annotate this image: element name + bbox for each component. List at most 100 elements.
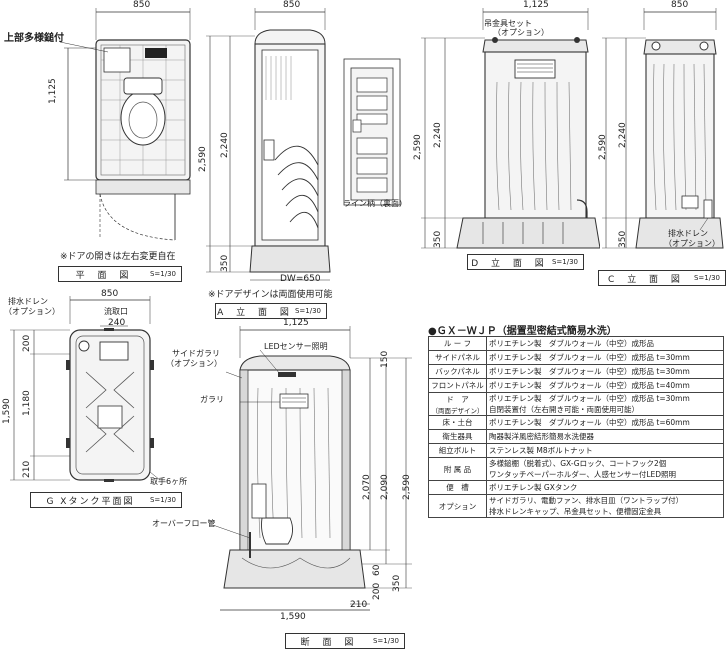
d-dim-total: 2,590 <box>413 134 423 160</box>
spec-row: ル ー フ ポリエチレン製 ダブルウォール（中空）成形品 <box>428 336 724 351</box>
c-dim-width: 850 <box>671 0 689 10</box>
spec-value: 多様鎚棚（脱着式）、GX-Gロック、コートフック2個ワンタッチペーパーホルダー、… <box>486 457 724 481</box>
section-dim-200: 200 <box>372 582 382 600</box>
tank-dim-top-offset: 200 <box>22 334 32 352</box>
spec-key-text: ド ア <box>446 394 469 404</box>
section-label-side-gallery: サイドガラリ <box>172 349 220 358</box>
spec-row: サイドパネルポリエチレン製 ダブルウォール（中空）成形品 t=30mm <box>428 350 724 365</box>
c-label-drain: 排水ドレン <box>668 229 708 238</box>
spec-row: 組立ボルトステンレス製 M8ボルトナット <box>428 443 724 458</box>
caption-section-scale: S=1/30 <box>372 637 399 645</box>
d-label-hook-option: （オプション） <box>493 28 549 37</box>
a-door-design-note: ※ドアデザインは両面使用可能 <box>208 290 333 300</box>
tank-plan-view <box>10 296 161 482</box>
door-inset-label: ライン柄（裏面） <box>343 199 407 208</box>
spec-key: サイドパネル <box>428 350 487 365</box>
spec-title: ●ＧＸ－ＷＪＰ（据置型密結式簡易水洗） <box>428 326 617 337</box>
section-label-gallery: ガラリ <box>200 395 224 404</box>
d-dim-width: 1,125 <box>523 0 549 10</box>
spec-value-text: ポリエチレン製 ダブルウォール（中空）成形品 t=30mm <box>489 394 690 403</box>
section-label-side-gallery-option: （オプション） <box>166 359 222 368</box>
a-dim-body: 2,240 <box>220 132 230 158</box>
door-inset <box>343 58 401 206</box>
caption-tank-scale: S=1/30 <box>149 496 176 504</box>
spec-value-subtext: 自閉装置付（左右開き可能・両面使用可能） <box>489 405 639 414</box>
c-dim-body: 2,240 <box>618 122 628 148</box>
spec-key: ド ア （両面デザイン） <box>428 392 487 416</box>
spec-value-text: ポリエチレン製 ダブルウォール（中空）成形品 t=60mm <box>489 418 690 427</box>
a-dim-width: 850 <box>283 0 301 10</box>
d-dim-body: 2,240 <box>433 122 443 148</box>
spec-value: ポリエチレン製 GXタンク <box>486 480 724 495</box>
spec-value: ポリエチレン製 ダブルウォール（中空）成形品 t=30mm <box>486 364 724 379</box>
spec-key-text: 便 槽 <box>446 483 469 492</box>
spec-row: 衛生器具陶器製洋風密結形簡易水洗便器 <box>428 429 724 444</box>
spec-value: サイドガラリ、電動ファン、排水目皿（ワントラップ付） 排水ドレンキャップ、吊金具セ… <box>486 494 724 518</box>
spec-key: フロントパネル <box>428 378 487 393</box>
spec-value: ポリエチレン製 ダブルウォール（中空）成形品 <box>486 336 724 351</box>
caption-tank-title: G Xタンク平面図 <box>46 496 135 507</box>
section-label-led: LEDセンサー照明 <box>264 342 328 351</box>
spec-key-text: 組立ボルト <box>438 446 477 455</box>
tank-label-handles: 取手6ヶ所 <box>150 477 188 486</box>
spec-key: 組立ボルト <box>428 443 487 458</box>
caption-c-title: C 立 面 図 <box>608 274 685 285</box>
tank-label-inlet: 流取口 <box>104 307 128 316</box>
caption-tank-plan: G Xタンク平面図 S=1/30 <box>30 492 182 508</box>
spec-key-text: ル ー フ <box>443 339 472 348</box>
tank-dim-bottom-offset: 210 <box>22 460 32 478</box>
spec-key: 便 槽 <box>428 480 487 495</box>
spec-row: 床・土台 ポリエチレン製 ダブルウォール（中空）成形品 t=60mm <box>428 415 724 430</box>
elevation-d-view <box>421 8 600 249</box>
a-dim-door-width: DW=650 <box>280 274 321 284</box>
spec-key-subtext: （両面デザイン） <box>431 406 484 415</box>
caption-plan-title: 平 面 図 <box>75 270 134 281</box>
spec-key: 附 属 品 <box>428 457 487 481</box>
spec-value: ステンレス製 M8ボルトナット <box>486 443 724 458</box>
tank-dim-width: 850 <box>101 289 119 299</box>
tank-dim-inlet: 240 <box>108 318 126 328</box>
caption-section: 断 面 図 S=1/30 <box>285 633 405 649</box>
a-dim-base: 350 <box>220 254 230 272</box>
spec-value-text: サイドガラリ、電動ファン、排水目皿（ワントラップ付） <box>489 496 684 505</box>
spec-key-text: オプション <box>438 501 477 511</box>
caption-elevation-c: C 立 面 図 S=1/30 <box>598 270 726 286</box>
caption-elevation-d: D 立 面 図 S=1/30 <box>467 254 584 270</box>
d-dim-base: 350 <box>433 230 443 248</box>
section-dim-base-width: 1,590 <box>280 612 306 622</box>
spec-row: ド ア（両面デザイン）ポリエチレン製 ダブルウォール（中空）成形品 t=30mm… <box>428 392 724 416</box>
spec-value: 陶器製洋風密結形簡易水洗便器 <box>486 429 724 444</box>
caption-d-scale: S=1/30 <box>551 258 578 266</box>
caption-elevation-a: A 立 面 図 S=1/30 <box>215 303 327 319</box>
section-dim-2590: 2,590 <box>402 474 412 500</box>
tank-label-drain: 排水ドレン <box>8 297 48 306</box>
spec-value-subtext: 排水ドレンキャップ、吊金具セット、便槽固定金具 <box>489 507 662 516</box>
spec-value-text: ポリエチレン製 GXタンク <box>489 483 578 492</box>
spec-row: オプション サイドガラリ、電動ファン、排水目皿（ワントラップ付） 排水ドレンキャップ… <box>428 494 724 518</box>
c-label-drain-option: （オプション） <box>664 239 720 248</box>
section-dim-2090: 2,090 <box>380 474 390 500</box>
caption-a-scale: S=1/30 <box>294 307 321 315</box>
caption-plan: 平 面 図 S=1/30 <box>58 266 182 282</box>
section-dim-2070: 2,070 <box>362 474 372 500</box>
spec-key-text: バックパネル <box>435 367 480 376</box>
caption-a-title: A 立 面 図 <box>217 307 294 318</box>
spec-row: バックパネルポリエチレン製 ダブルウォール（中空）成形品 t=30mm <box>428 364 724 379</box>
elevation-c-view <box>602 8 724 249</box>
section-dim-60: 60 <box>372 564 382 576</box>
spec-key: 床・土台 <box>428 415 487 430</box>
tank-label-drain-option: （オプション） <box>4 307 60 316</box>
tank-dim-total: 1,590 <box>2 398 12 424</box>
spec-value-text: ポリエチレン製 ダブルウォール（中空）成形品 t=30mm <box>489 367 690 376</box>
spec-row: 附 属 品 多様鎚棚（脱着式）、GX-Gロック、コートフック2個ワンタッチペーパー… <box>428 457 724 481</box>
spec-key-text: サイドパネル <box>435 353 480 362</box>
caption-section-title: 断 面 図 <box>300 637 359 648</box>
plan-door-note: ※ドアの開きは左右変更自在 <box>60 252 176 262</box>
spec-key: ル ー フ <box>428 336 487 351</box>
spec-value: ポリエチレン製 ダブルウォール（中空）成形品 t=30mm <box>486 350 724 365</box>
spec-value-subtext: ワンタッチペーパーホルダー、人感センサー付LED照明 <box>489 470 677 479</box>
spec-value: ポリエチレン製 ダブルウォール（中空）成形品 t=30mm 自閉装置付（左右開き可… <box>486 392 724 416</box>
spec-key-text: 附 属 品 <box>443 464 472 474</box>
spec-key-text: 床・土台 <box>442 418 473 427</box>
spec-key: 衛生器具 <box>428 429 487 444</box>
